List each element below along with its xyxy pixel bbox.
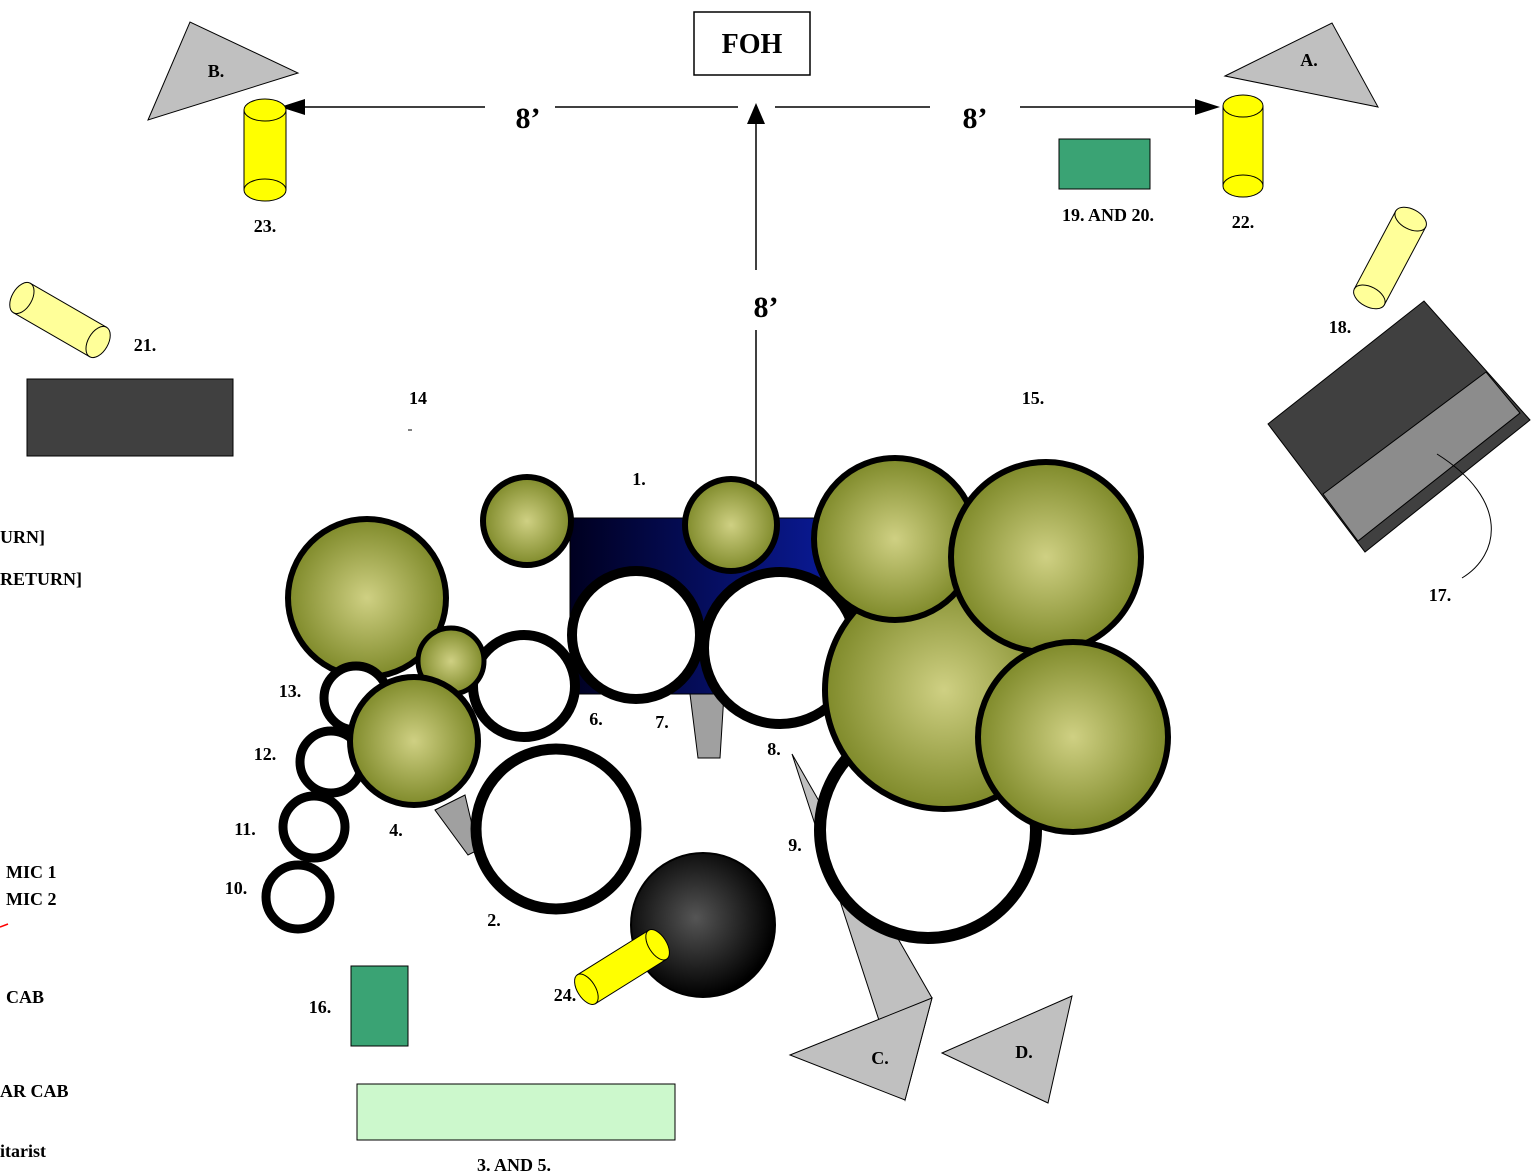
light-23: 23. — [243, 98, 287, 236]
cymbal — [948, 459, 1144, 655]
item-12-label: 12. — [254, 744, 277, 764]
item-14-label: 14 — [409, 388, 427, 408]
drum-10 — [261, 860, 335, 934]
legend-return: RETURN] — [0, 569, 82, 589]
distance-lines: 8’ 8’ 8’ — [280, 99, 1220, 520]
drum-11 — [278, 791, 350, 863]
item-17-label: 17. — [1429, 585, 1452, 605]
item-23-label: 23. — [254, 216, 277, 236]
monitor-a-label: A. — [1300, 50, 1318, 70]
stand-7 — [689, 693, 725, 759]
item-15-label: 15. — [1022, 388, 1045, 408]
item-8-label: 8. — [767, 739, 781, 759]
item-7-label: 7. — [655, 712, 669, 732]
monitor-b: B. — [147, 21, 300, 121]
distance-up-label: 8’ — [754, 291, 779, 324]
legend-fragments: URN] RETURN] MIC 1 MIC 2 CAB AR CAB itar… — [0, 527, 82, 1161]
monitor-d-label: D. — [1015, 1042, 1033, 1062]
foh-box: FOH — [693, 11, 811, 76]
light-22: 22. — [1222, 94, 1264, 232]
item-18-label: 18. — [1329, 317, 1352, 337]
legend-mic2: MIC 2 — [6, 889, 57, 909]
monitor-d: D. — [940, 995, 1073, 1104]
legend-ar-cab: AR CAB — [0, 1081, 69, 1101]
item-16-label: 16. — [309, 997, 332, 1017]
monitor-c-shape: C. — [788, 997, 933, 1101]
monitor-b-label: B. — [208, 61, 225, 81]
item-3-5-label: 3. AND 5. — [477, 1155, 551, 1175]
cymbal — [480, 474, 574, 568]
legend-urn: URN] — [0, 527, 45, 547]
item-19-20: 19. AND 20. — [1058, 138, 1154, 225]
distance-left-label: 8’ — [516, 102, 541, 135]
item-9-label: 9. — [788, 835, 802, 855]
distance-right-label: 8’ — [963, 102, 988, 135]
left-amp — [26, 378, 234, 457]
red-mark — [0, 923, 9, 928]
item-19-20-label: 19. AND 20. — [1062, 205, 1154, 225]
cymbal — [975, 639, 1171, 835]
item-24-label: 24. — [554, 985, 577, 1005]
light-21: 21. — [9, 281, 157, 359]
item-1-label: 1. — [632, 469, 646, 489]
item-6-label: 6. — [589, 709, 603, 729]
drum-6 — [468, 630, 580, 742]
drum-2 — [470, 743, 642, 915]
item-16 — [350, 965, 409, 1047]
monitor-c-label: C. — [871, 1048, 889, 1068]
item-2-label: 2. — [487, 910, 501, 930]
item-21-label: 21. — [134, 335, 157, 355]
legend-mic1: MIC 1 — [6, 862, 57, 882]
mic-24 — [574, 929, 670, 1005]
legend-itarist: itarist — [0, 1141, 46, 1161]
monitor-a: A. — [1223, 22, 1379, 108]
kick-drum — [630, 852, 776, 998]
cymbals — [285, 474, 574, 680]
cymbal — [682, 476, 780, 574]
foh-label: FOH — [722, 29, 783, 60]
light-18: 18. — [1329, 206, 1427, 337]
item-11-label: 11. — [234, 819, 256, 839]
item-4-label: 4. — [389, 820, 403, 840]
drum-toms-left — [567, 566, 705, 704]
item-10-label: 10. — [225, 878, 248, 898]
item-3-5 — [356, 1083, 676, 1141]
legend-cab: CAB — [6, 987, 44, 1007]
item-22-label: 22. — [1232, 212, 1255, 232]
cymbal-4 — [347, 674, 481, 808]
amp-17: 17. — [1267, 300, 1531, 605]
item-13-label: 13. — [279, 681, 302, 701]
